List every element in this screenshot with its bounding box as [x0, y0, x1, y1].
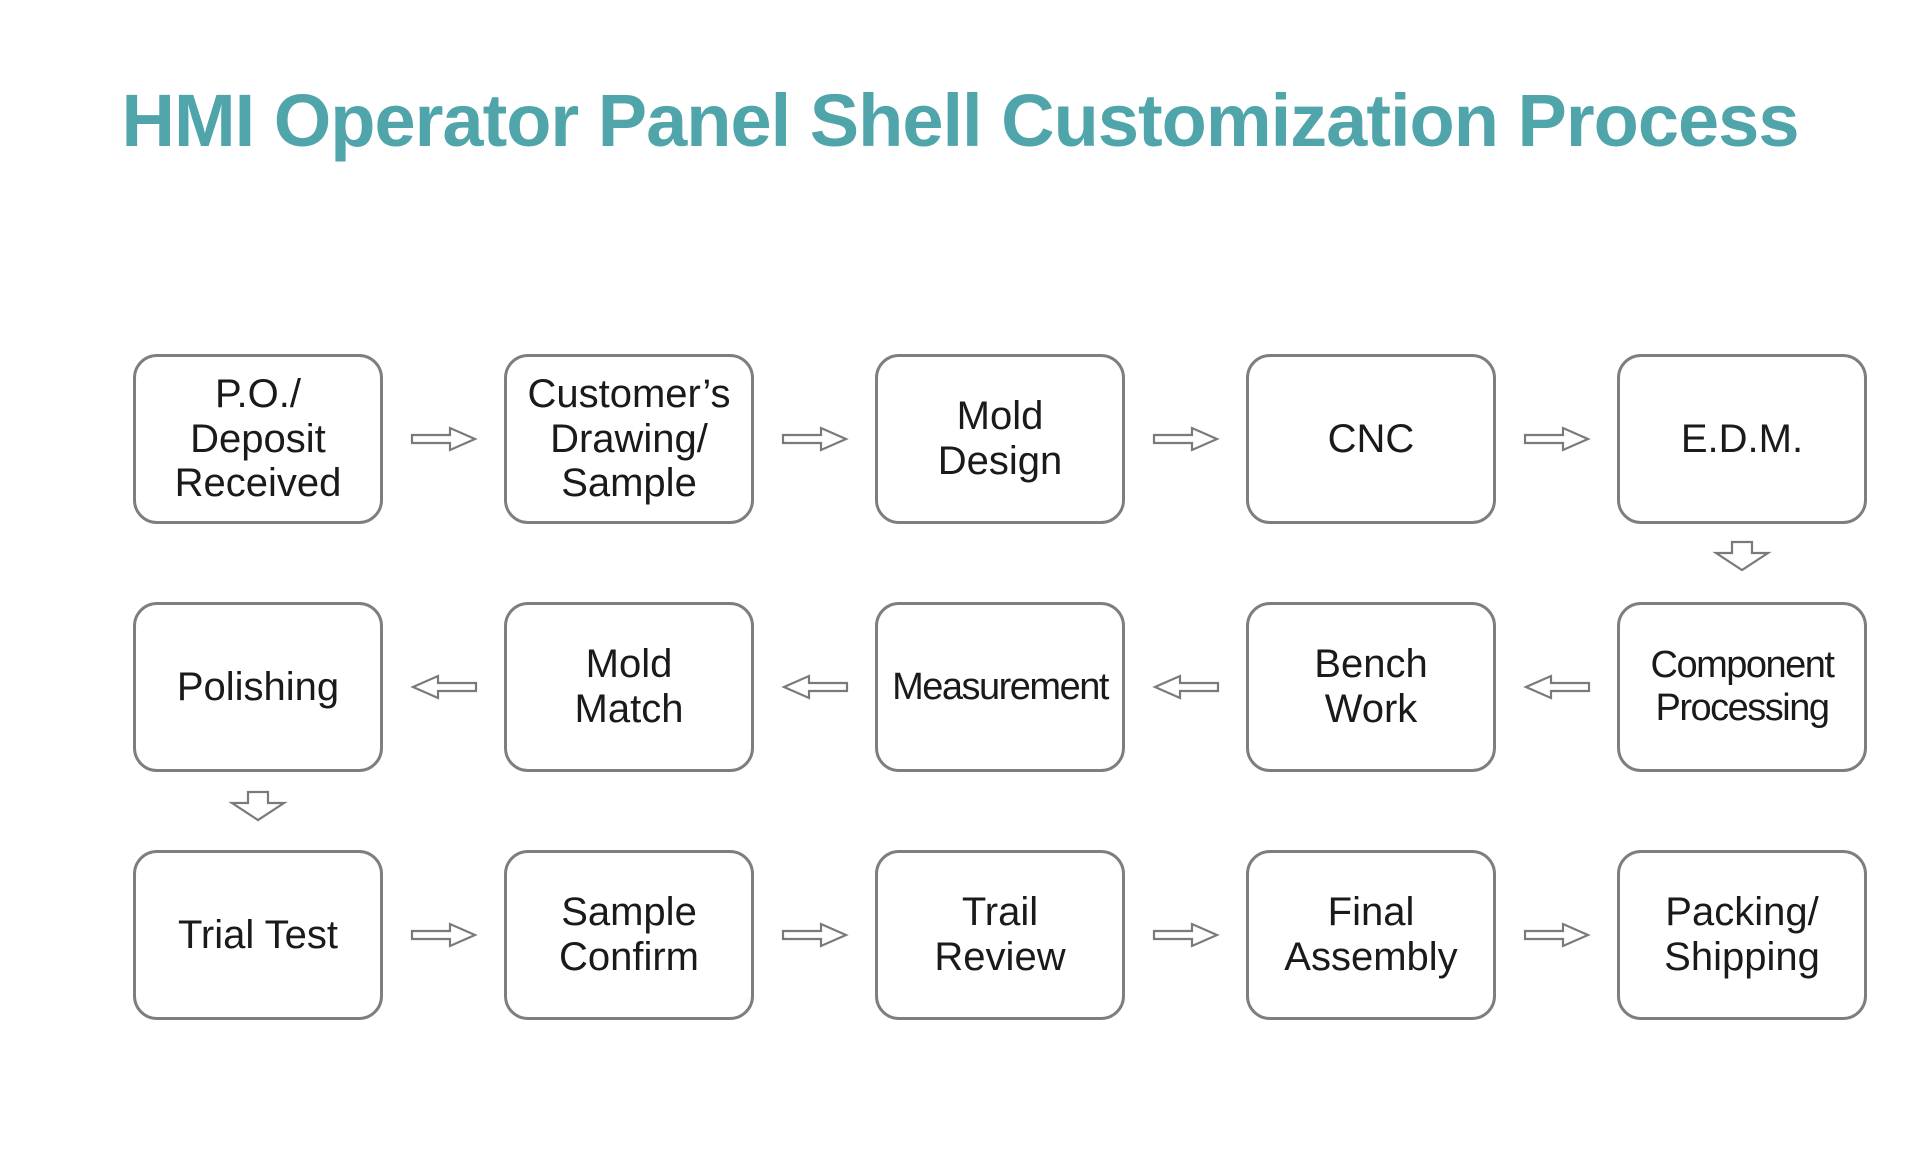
- arrow-right-icon: [410, 426, 478, 452]
- flow-step-label: CNC: [1327, 416, 1415, 461]
- flow-step-label: Customer’s Drawing/ Sample: [527, 371, 731, 506]
- flow-step-label: Polishing: [176, 664, 340, 709]
- flow-step-label: Mold Design: [937, 394, 1063, 483]
- flow-step: Component Processing: [1617, 602, 1867, 772]
- flow-step: E.D.M.: [1617, 354, 1867, 524]
- flow-step: Final Assembly: [1246, 850, 1496, 1020]
- flow-step-label: Bench Work: [1314, 642, 1428, 731]
- arrow-left-icon: [409, 674, 477, 700]
- flow-step-label: Trial Test: [177, 912, 339, 957]
- flow-step: Bench Work: [1246, 602, 1496, 772]
- flow-step-label: Final Assembly: [1284, 890, 1458, 979]
- flow-step: Polishing: [133, 602, 383, 772]
- arrow-left-icon: [1522, 674, 1590, 700]
- arrow-right-icon: [781, 922, 849, 948]
- flow-step: Trail Review: [875, 850, 1125, 1020]
- flow-step: Mold Match: [504, 602, 754, 772]
- page-title: HMI Operator Panel Shell Customization P…: [121, 79, 1800, 162]
- arrow-down-icon: [1712, 540, 1772, 572]
- flow-step-label: Measurement: [892, 665, 1109, 708]
- flow-row-2: Polishing Mold Match Measurement Bench W…: [133, 602, 1867, 772]
- flow-step-label: E.D.M.: [1680, 416, 1804, 461]
- flow-step: Customer’s Drawing/ Sample: [504, 354, 754, 524]
- flow-step: P.O./ Deposit Received: [133, 354, 383, 524]
- flow-row-1: P.O./ Deposit Received Customer’s Drawin…: [133, 354, 1867, 524]
- flow-step-label: Trail Review: [934, 890, 1066, 979]
- arrow-right-icon: [1523, 426, 1591, 452]
- arrow-left-icon: [780, 674, 848, 700]
- arrow-right-icon: [410, 922, 478, 948]
- flow-row-3: Trial Test Sample Confirm Trail Review F…: [133, 850, 1867, 1020]
- arrow-left-icon: [1151, 674, 1219, 700]
- flow-step: Packing/ Shipping: [1617, 850, 1867, 1020]
- flow-step-label: Packing/ Shipping: [1664, 890, 1820, 979]
- arrow-right-icon: [1523, 922, 1591, 948]
- flow-step: Measurement: [875, 602, 1125, 772]
- flow-step-label: Sample Confirm: [558, 890, 700, 979]
- flow-step-label: Component Processing: [1650, 644, 1835, 729]
- arrow-right-icon: [781, 426, 849, 452]
- flow-step-label: Mold Match: [574, 642, 684, 731]
- arrow-down-icon: [228, 790, 288, 822]
- arrow-right-icon: [1152, 922, 1220, 948]
- flow-step: CNC: [1246, 354, 1496, 524]
- flow-step: Trial Test: [133, 850, 383, 1020]
- flow-step: Mold Design: [875, 354, 1125, 524]
- flow-step: Sample Confirm: [504, 850, 754, 1020]
- flow-step-label: P.O./ Deposit Received: [174, 371, 342, 506]
- arrow-right-icon: [1152, 426, 1220, 452]
